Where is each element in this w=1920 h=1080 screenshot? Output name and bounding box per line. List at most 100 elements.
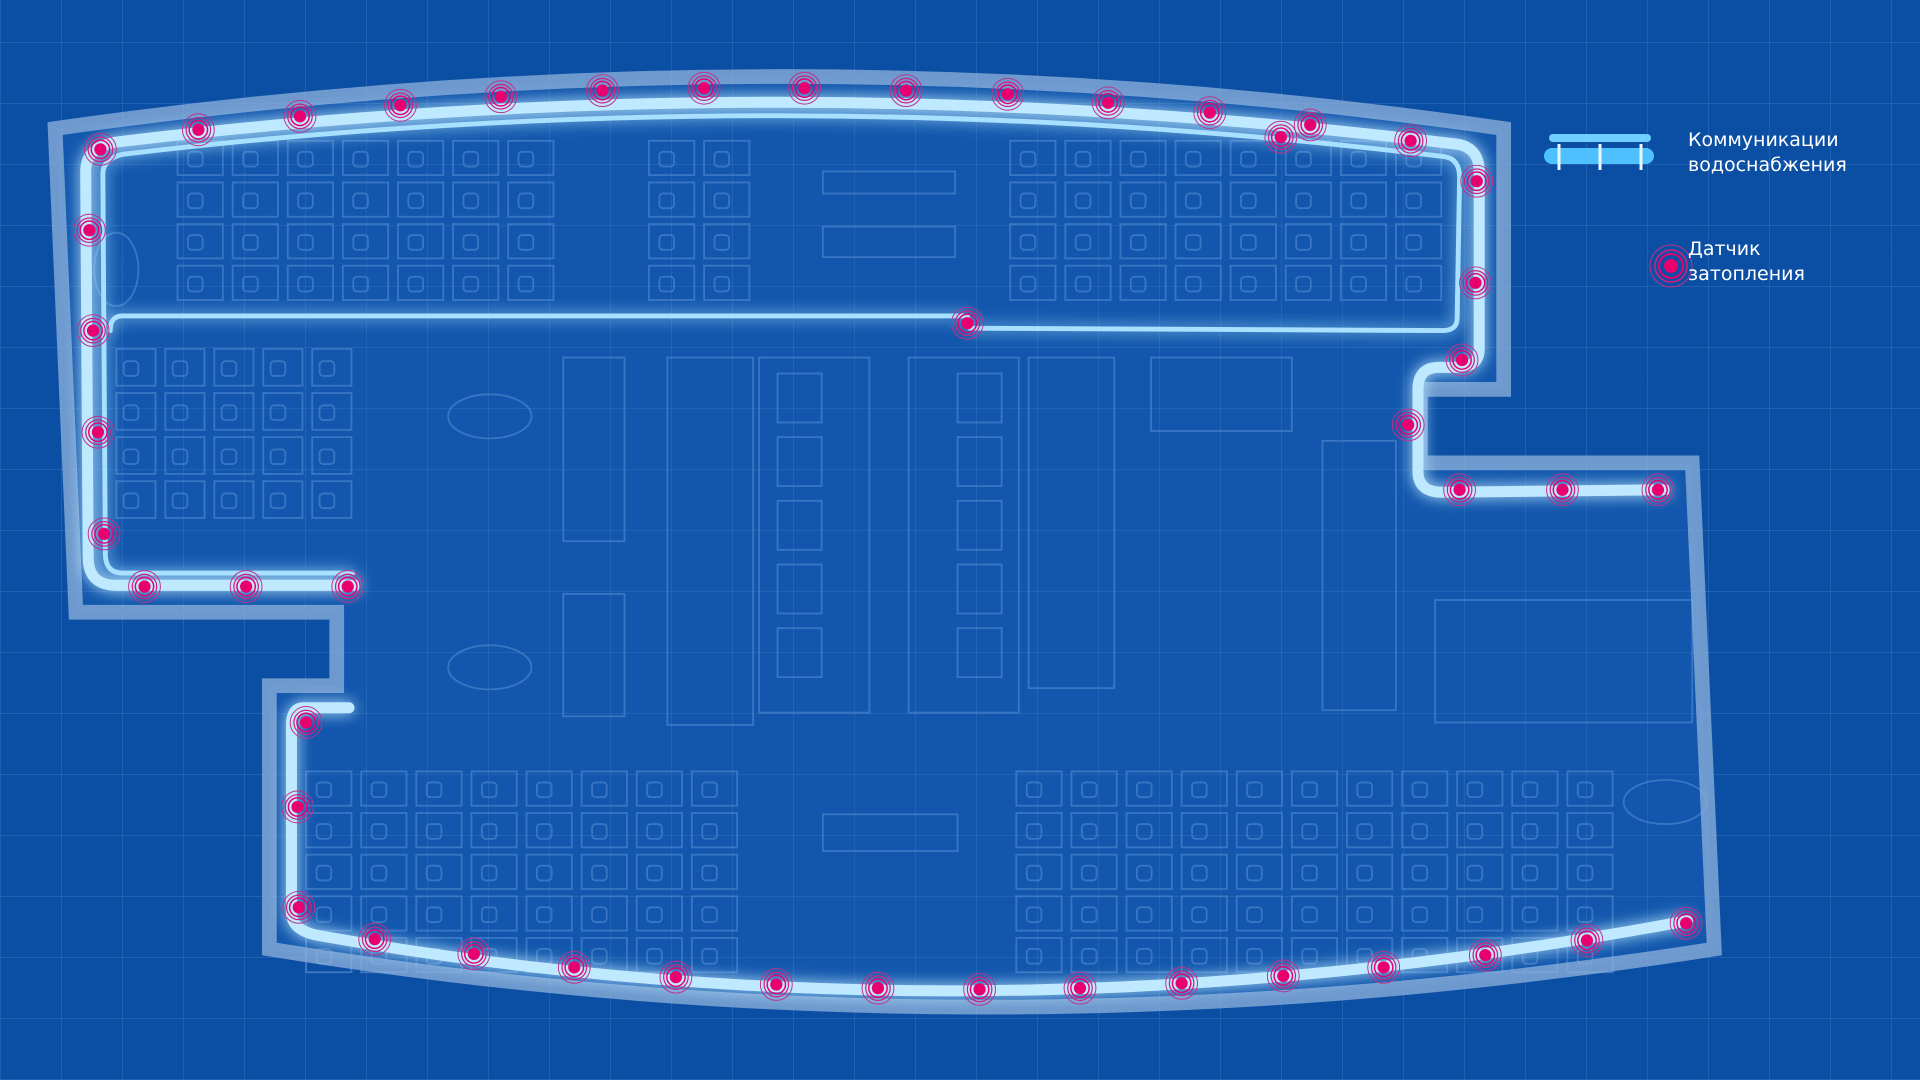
flood-sensor[interactable] (1570, 924, 1604, 957)
flood-sensor[interactable] (1266, 959, 1300, 993)
legend-sensor-line2: затопления (1688, 263, 1805, 285)
flood-sensor-icon (568, 961, 581, 974)
sensor-ring (1466, 171, 1487, 192)
chair (462, 150, 480, 168)
flood-sensor[interactable] (229, 570, 263, 603)
sensor-ring (592, 80, 613, 101)
flood-sensor[interactable] (87, 517, 121, 551)
flood-sensor[interactable] (759, 968, 793, 1001)
chair (269, 360, 287, 377)
sensor-ring (997, 84, 1018, 105)
flood-sensor[interactable] (1264, 120, 1298, 154)
chair (315, 823, 333, 840)
chair (352, 234, 369, 251)
desk (311, 480, 353, 519)
flood-sensor[interactable] (1391, 408, 1425, 442)
flood-sensor[interactable] (72, 213, 106, 247)
chair (1466, 864, 1484, 882)
flood-sensor[interactable] (1193, 96, 1227, 130)
chair (701, 948, 718, 965)
chair (1466, 906, 1484, 923)
chair (1411, 906, 1429, 923)
desk (507, 181, 555, 218)
flood-sensor[interactable] (861, 971, 895, 1005)
desk (341, 139, 390, 177)
chair (269, 492, 287, 510)
flood-sensor[interactable] (81, 415, 115, 449)
flood-sensor[interactable] (1445, 343, 1479, 377)
flood-sensor[interactable] (889, 74, 923, 108)
sensor-ring (233, 573, 259, 600)
flood-sensor[interactable] (586, 74, 619, 108)
chair (1350, 150, 1367, 168)
flood-sensor[interactable] (1063, 971, 1097, 1005)
desk (213, 348, 255, 387)
flood-sensor[interactable] (1293, 108, 1327, 142)
flood-sensor[interactable] (1165, 966, 1199, 1000)
flood-sensor-icon (94, 143, 107, 156)
flood-sensor[interactable] (76, 314, 110, 348)
flood-sensor[interactable] (1367, 950, 1401, 984)
chair (1191, 864, 1208, 882)
flood-sensor[interactable] (358, 922, 392, 956)
legend-pipes-line1: Коммуникации (1688, 129, 1839, 151)
flood-sensor[interactable] (1546, 473, 1579, 507)
desk (452, 223, 500, 260)
chair (462, 234, 480, 251)
sensor-ring (1462, 270, 1489, 296)
flood-sensor[interactable] (1091, 86, 1125, 120)
flood-sensor[interactable] (788, 71, 821, 105)
flood-sensor[interactable] (557, 950, 591, 984)
chair (1185, 275, 1202, 293)
chair (713, 275, 731, 293)
flood-sensor[interactable] (963, 972, 996, 1006)
flood-sensor[interactable] (84, 132, 117, 166)
sensor-ring (387, 92, 414, 119)
flood-sensor[interactable] (1641, 473, 1675, 507)
chair (318, 492, 336, 510)
flood-sensor[interactable] (331, 570, 365, 603)
flood-sensor[interactable] (991, 77, 1025, 111)
chair (315, 906, 333, 923)
chair (517, 275, 535, 293)
flood-sensor[interactable] (1394, 124, 1428, 158)
flood-sensor[interactable] (283, 99, 317, 133)
sensor-ring (88, 422, 108, 443)
flood-sensor[interactable] (128, 570, 161, 603)
desk (1229, 264, 1277, 301)
flood-sensor[interactable] (1468, 938, 1502, 972)
flood-sensor[interactable] (687, 71, 721, 105)
flood-sensor[interactable] (181, 113, 215, 147)
desk (1346, 812, 1394, 849)
flood-sensor[interactable] (384, 88, 417, 122)
flood-sensor[interactable] (282, 890, 316, 924)
sensor-ring (296, 712, 317, 733)
desk (1456, 853, 1504, 890)
desk (1064, 223, 1112, 260)
flood-sensor[interactable] (289, 706, 323, 739)
sensor-ring (791, 75, 818, 102)
chair (1019, 234, 1037, 251)
flood-sensor[interactable] (1443, 473, 1476, 507)
flood-sensor[interactable] (1669, 906, 1703, 940)
desk (1009, 264, 1057, 301)
chair (658, 150, 676, 168)
sensor-ring (1091, 86, 1125, 120)
sensor-ring (1300, 114, 1321, 135)
flood-sensor[interactable] (484, 80, 518, 114)
chair (1576, 781, 1594, 799)
sensor-ring (185, 116, 212, 143)
flood-sensor[interactable] (281, 790, 314, 824)
sensor-ring (337, 576, 358, 597)
flood-sensor[interactable] (950, 306, 984, 340)
flood-sensor[interactable] (659, 960, 693, 994)
desk (1339, 223, 1388, 260)
flood-sensor[interactable] (1460, 164, 1494, 198)
desk (1395, 223, 1443, 260)
flood-sensor[interactable] (457, 937, 491, 971)
chair (242, 275, 259, 293)
flood-sensor[interactable] (1459, 266, 1492, 300)
desk (286, 223, 334, 260)
desk (164, 392, 206, 431)
elevator (776, 627, 823, 679)
